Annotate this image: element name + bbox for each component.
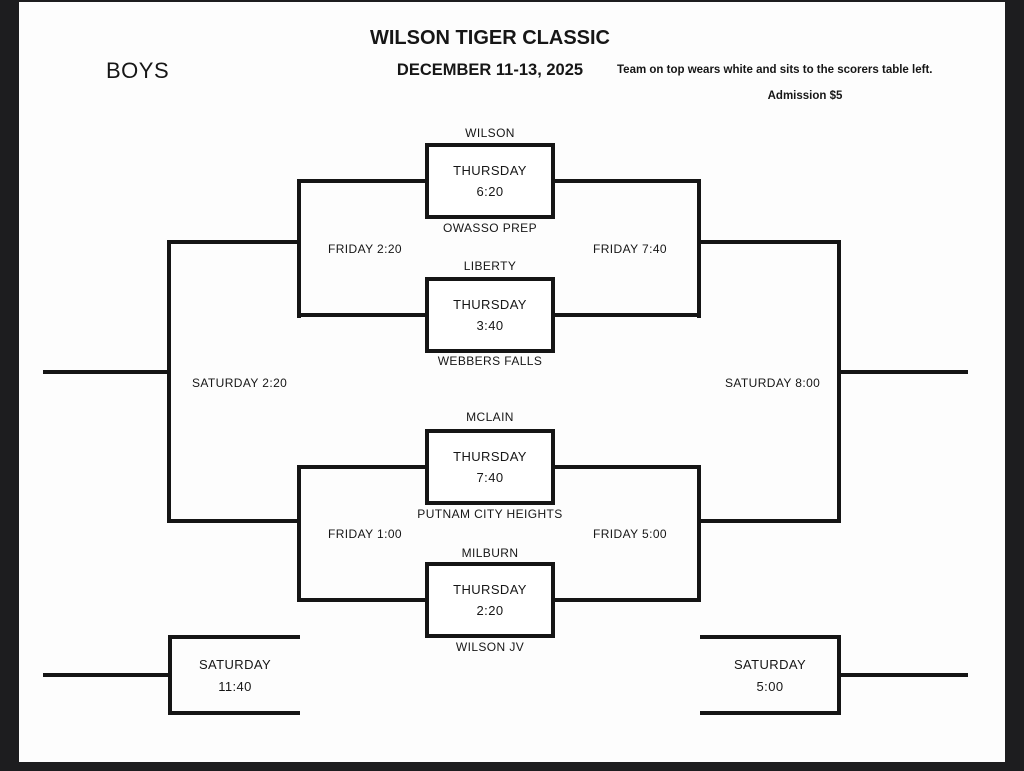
- round-label-friday-500: FRIDAY 5:00: [593, 527, 667, 541]
- game-box-4: THURSDAY 2:20: [425, 562, 555, 638]
- bracket-line: [300, 465, 427, 469]
- placement-game-right: SATURDAY 5:00: [700, 654, 840, 698]
- tournament-title: WILSON TIGER CLASSIC: [370, 27, 610, 49]
- bracket-line: [553, 313, 699, 317]
- round-label-saturday-220: SATURDAY 2:20: [192, 376, 288, 390]
- game-time: 2:20: [476, 603, 504, 618]
- bracket-line: [168, 635, 300, 639]
- bracket-line: [841, 370, 968, 374]
- game-box-1: THURSDAY 6:20: [425, 143, 555, 219]
- placement-day: SATURDAY: [733, 657, 807, 672]
- bracket-line: [700, 635, 841, 639]
- round-label-friday-740: FRIDAY 7:40: [593, 242, 667, 256]
- bracket-line: [700, 711, 841, 715]
- bracket-line: [168, 635, 172, 715]
- bracket-line: [168, 711, 300, 715]
- bracket-line: [300, 179, 427, 183]
- bracket-line: [43, 673, 168, 677]
- bracket-line: [170, 519, 301, 523]
- game-box-3: THURSDAY 7:40: [425, 429, 555, 505]
- placement-day: SATURDAY: [198, 657, 272, 672]
- team-label-wilson: WILSON: [465, 126, 515, 140]
- team-label-liberty: LIBERTY: [463, 259, 517, 273]
- bracket-line: [43, 370, 170, 374]
- round-label-friday-220: FRIDAY 2:20: [328, 242, 402, 256]
- team-label-milburn: MILBURN: [461, 546, 519, 560]
- team-label-wilson-jv: WILSON JV: [455, 640, 525, 654]
- tournament-dates: DECEMBER 11-13, 2025: [396, 61, 584, 79]
- bracket-line: [837, 635, 841, 715]
- game-day: THURSDAY: [453, 297, 527, 312]
- placement-time: 5:00: [756, 679, 784, 694]
- admission-note: Admission $5: [767, 90, 843, 102]
- bracket-line: [699, 519, 841, 523]
- bracket-line: [300, 598, 427, 602]
- bracket-line: [300, 313, 427, 317]
- bracket-line: [837, 240, 841, 523]
- game-time: 7:40: [476, 470, 504, 485]
- home-team-note: Team on top wears white and sits to the …: [617, 64, 933, 76]
- team-label-owasso-prep: OWASSO PREP: [443, 221, 537, 235]
- bracket-line: [699, 240, 841, 244]
- game-day: THURSDAY: [453, 582, 527, 597]
- bracket-line: [841, 673, 968, 677]
- game-box-2: THURSDAY 3:40: [425, 277, 555, 353]
- bracket-line: [167, 240, 171, 523]
- bracket-line: [697, 179, 701, 318]
- game-time: 3:40: [476, 318, 504, 333]
- game-day: THURSDAY: [453, 163, 527, 178]
- team-label-webbers-falls: WEBBERS FALLS: [437, 354, 543, 368]
- team-label-putnam-city-heights: PUTNAM CITY HEIGHTS: [417, 507, 563, 521]
- bracket-line: [553, 598, 699, 602]
- bracket-line: [697, 465, 701, 602]
- game-day: THURSDAY: [453, 449, 527, 464]
- bracket-line: [170, 240, 301, 244]
- round-label-saturday-800: SATURDAY 8:00: [725, 376, 821, 390]
- placement-time: 11:40: [218, 679, 252, 694]
- bracket-line: [297, 465, 301, 602]
- game-time: 6:20: [476, 184, 504, 199]
- bracket-line: [297, 179, 301, 318]
- bracket-line: [553, 465, 699, 469]
- placement-game-left: SATURDAY 11:40: [170, 654, 300, 698]
- team-label-mclain: MCLAIN: [466, 410, 514, 424]
- division-label: BOYS: [106, 58, 170, 83]
- bracket-line: [553, 179, 699, 183]
- round-label-friday-100: FRIDAY 1:00: [328, 527, 402, 541]
